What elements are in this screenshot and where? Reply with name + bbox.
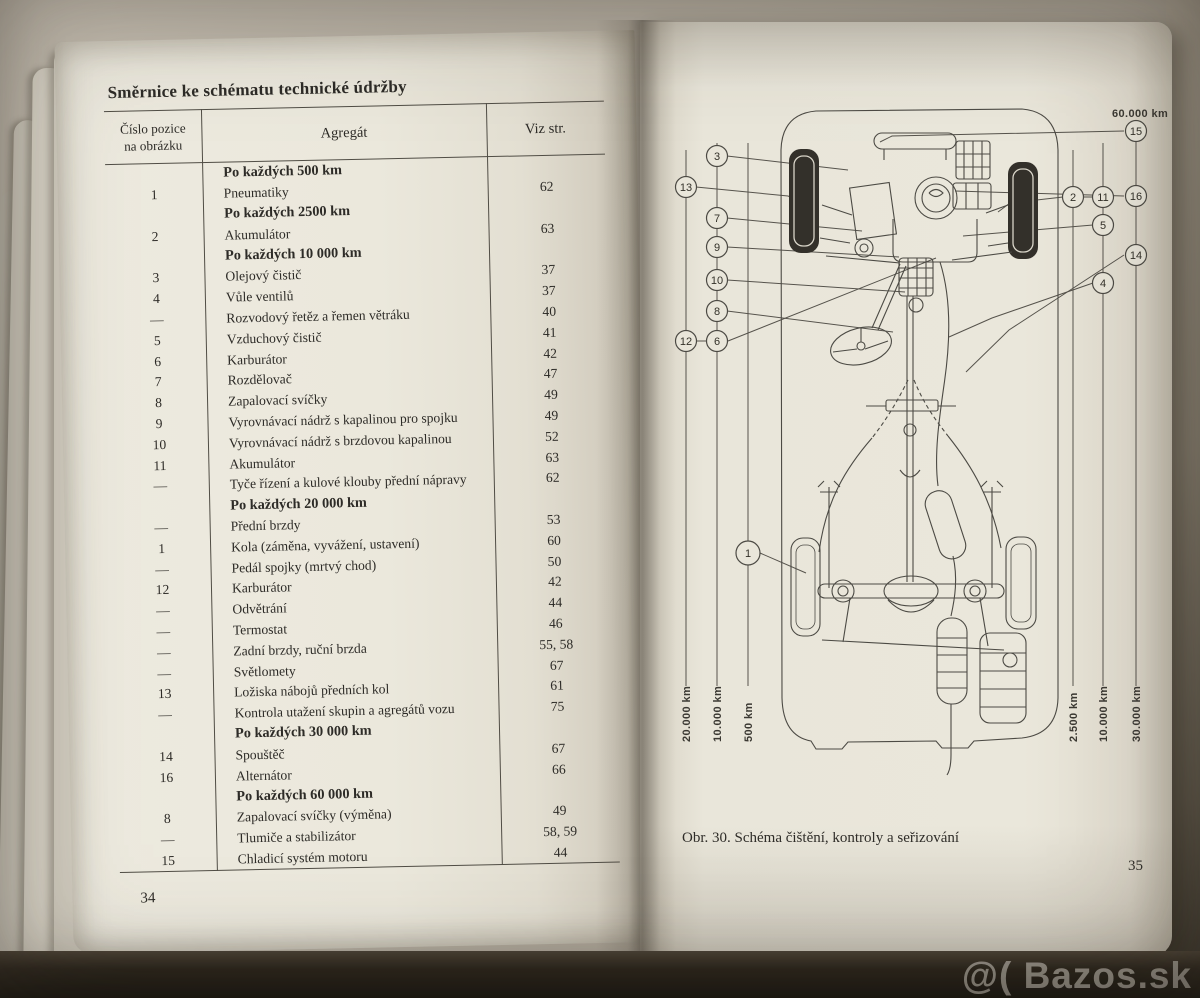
table-cell-pg: 55, 58 [539, 636, 574, 652]
table-cell-pos: — [155, 561, 170, 577]
table-cell-pos: 9 [155, 415, 163, 432]
page-number-right: 35 [1128, 858, 1143, 874]
figure-caption: Obr. 30. Schéma čištění, kontroly a seři… [682, 830, 960, 846]
right-page: Obr. 30. Schéma čištění, kontroly a seři… [640, 22, 1172, 956]
table-cell-pos: 14 [159, 748, 173, 764]
table-cell-pos [112, 506, 209, 508]
table-cell-pos: — [157, 665, 172, 681]
table-cell-pos: 11 [153, 457, 167, 473]
table-cell-pos: 16 [159, 769, 174, 785]
maintenance-table: Číslo pozice na obrázku Agregát Viz str.… [103, 100, 620, 873]
table-cell-pg [489, 248, 607, 250]
table-cell-pos [105, 173, 202, 175]
table-cell-pos: 8 [155, 395, 163, 411]
table-cell-pg: 37 [541, 262, 556, 278]
table-cell-pos: — [160, 831, 175, 848]
table-cell-pg: 75 [550, 698, 565, 715]
table-cell-pg: 50 [547, 553, 562, 569]
table-cell-pos: — [154, 519, 169, 536]
table-cell-pg [488, 207, 606, 209]
table-cell-pg: 58, 59 [542, 823, 578, 840]
table-cell-pos: — [149, 311, 164, 328]
table-cell-pos: 6 [154, 353, 162, 369]
table-cell-pos [118, 797, 215, 799]
table-cell-pg: 49 [552, 802, 567, 818]
table-cell-pg: 63 [540, 220, 555, 236]
table-cell-pg: 63 [545, 449, 560, 465]
table-cell-pg [499, 726, 617, 728]
table-cell-pos [117, 735, 214, 737]
table-cell-pos: — [156, 623, 171, 640]
left-page: Směrnice ke schématu technické údržby Čí… [54, 30, 654, 954]
table-cell-pos: 8 [163, 811, 171, 827]
table-cell-pg: 37 [541, 282, 556, 299]
table-cell-pg: 41 [542, 324, 557, 340]
table-cell-pos: 5 [153, 332, 161, 348]
table-cell-pg: 62 [539, 178, 554, 195]
table-cell-pg [487, 165, 605, 167]
table-cell-pos: 7 [154, 374, 162, 390]
table-cell-pg: 67 [551, 740, 566, 756]
dark-table-surface: @( Bazos.sk [0, 951, 1200, 998]
table-cell-pos: — [153, 478, 168, 494]
table-cell-pg: 66 [551, 761, 566, 777]
table-cell-pg [494, 498, 612, 500]
table-cell-pg: 52 [544, 428, 559, 444]
watermark-text: @( Bazos.sk [961, 955, 1192, 996]
table-cell-pos: — [156, 644, 171, 660]
table-cell-pos [106, 215, 203, 217]
table-cell-pg [500, 789, 618, 791]
table-cell-pg: 42 [543, 345, 558, 361]
table-cell-pos: 3 [152, 270, 160, 286]
table-cell-pos [107, 257, 204, 259]
table-cell-pos: — [158, 706, 173, 723]
table-cell-lbl: Chladicí systém motoru [237, 848, 368, 867]
table-cell-pos: 1 [150, 187, 158, 203]
table-cell-pg: 44 [553, 844, 568, 860]
table-cell-pg: 60 [547, 532, 562, 548]
table-cell-pos: 12 [155, 582, 170, 598]
column-header-position-line2: na obrázku [123, 137, 183, 154]
table-cell-pg: 49 [544, 407, 559, 423]
table-cell-pg: 61 [550, 677, 565, 694]
column-header-page: Viz str. [524, 119, 567, 137]
table-cell-pos: 4 [152, 291, 160, 307]
table-cell-pos: 1 [158, 540, 166, 556]
table-cell-pg: 44 [548, 594, 563, 611]
table-cell-pg: 40 [542, 303, 557, 319]
column-header-unit: Agregát [320, 124, 368, 142]
table-cell-pg: 53 [546, 511, 561, 527]
table-cell-pos: 13 [157, 686, 172, 702]
page-title: Směrnice ke schématu technické údržby [107, 76, 407, 103]
table-cell-pg: 42 [547, 573, 562, 590]
column-header-position-line1: Číslo pozice [119, 120, 186, 137]
table-cell-pos: — [155, 603, 170, 619]
table-cell-pos: 10 [152, 436, 167, 452]
table-cell-pg: 67 [549, 657, 564, 673]
table-cell-pg: 47 [543, 366, 558, 382]
table-cell-pg: 49 [544, 386, 558, 403]
page-number-left: 34 [140, 890, 156, 907]
table-cell-pg: 46 [548, 615, 563, 631]
table-cell-pg: 62 [545, 470, 560, 486]
table-cell-pos: 2 [151, 228, 159, 244]
column-header-position: Číslo pozice na obrázku [104, 119, 202, 155]
table-cell-pos: 15 [161, 852, 176, 868]
